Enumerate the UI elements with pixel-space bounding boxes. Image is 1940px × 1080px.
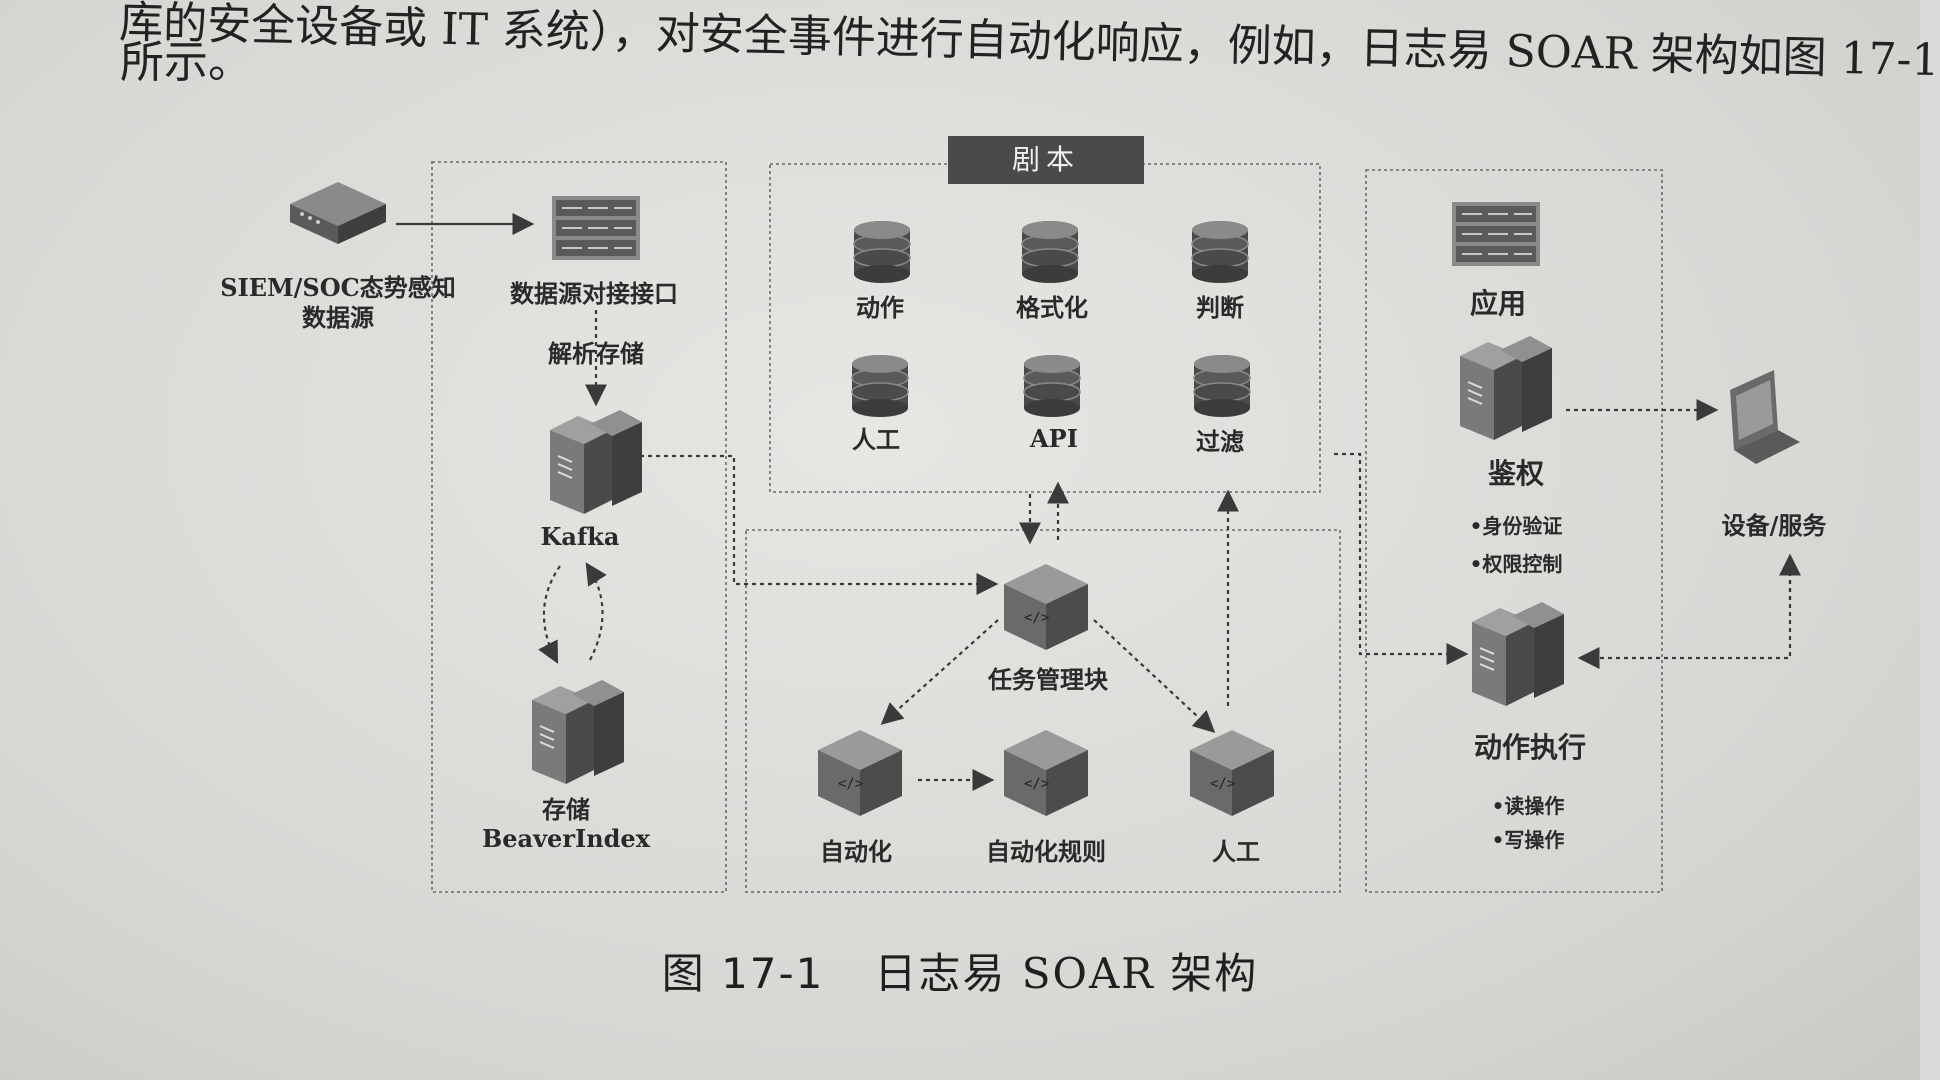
automation-cube-icon	[818, 730, 902, 816]
auth-server-icon	[1459, 335, 1553, 441]
auth-item-permission: •权限控制	[1469, 552, 1563, 576]
playbook-item-api: API	[1030, 424, 1078, 453]
execution-group-box	[1365, 169, 1663, 893]
playbook-title: 剧本	[948, 136, 1144, 184]
device-service-label: 设备/服务	[1721, 511, 1827, 540]
datasource-interface-label: 数据源对接接口	[510, 279, 678, 308]
playbook-item-filter: 过滤	[1196, 427, 1244, 456]
playbook-item-action: 动作	[856, 293, 904, 322]
device-laptop-icon	[1730, 370, 1800, 464]
parse-store-label: 解析存储	[548, 339, 644, 368]
datasource-interface-icon	[551, 195, 641, 261]
auth-item-identity: •身份验证	[1469, 514, 1563, 538]
automation-rules-label: 自动化规则	[986, 837, 1106, 866]
action-item-write: •写操作	[1491, 828, 1565, 852]
playbook-item-manual: 人工	[852, 425, 900, 454]
body-text-line-2: 所示。	[120, 37, 252, 88]
device-exec-arrow	[1577, 564, 1792, 669]
manual-label: 人工	[1212, 837, 1260, 866]
beaverindex-label: BeaverIndex	[482, 824, 650, 853]
playbook-group-box	[769, 163, 1321, 493]
automation-rules-cube-icon	[1004, 730, 1088, 816]
siem-label-2: 数据源	[302, 303, 374, 332]
task-manager-label: 任务管理块	[988, 665, 1108, 694]
task-group-box	[745, 529, 1341, 893]
api-db-icon	[1023, 354, 1081, 418]
task-to-automation-arrow	[880, 619, 999, 725]
playbook-item-judge: 判断	[1196, 293, 1244, 322]
task-to-manual-arrow	[1093, 619, 1216, 734]
automation-label: 自动化	[820, 837, 892, 866]
filter-db-icon	[1193, 354, 1251, 418]
judge-db-icon	[1191, 220, 1249, 284]
action-item-read: •读操作	[1491, 794, 1565, 818]
storage-server-icon	[531, 679, 625, 785]
action-db-icon	[853, 220, 911, 284]
storage-label: 存储	[542, 795, 590, 824]
manual-cube-icon	[1190, 730, 1274, 816]
action-exec-server-icon	[1471, 601, 1565, 707]
ingest-group-box	[431, 161, 727, 893]
kafka-to-storage-arrow	[538, 565, 561, 664]
auth-label: 鉴权	[1487, 457, 1545, 490]
action-exec-label: 动作执行	[1473, 731, 1587, 764]
kafka-server-icon	[549, 409, 643, 515]
storage-to-kafka-arrow	[585, 562, 607, 661]
task-manager-cube-icon	[1004, 564, 1088, 650]
figure-number: 图 17-1	[661, 949, 825, 998]
siem-label-1: SIEM/SOC态势感知	[220, 273, 456, 302]
kafka-to-task-arrow	[640, 454, 999, 595]
format-db-icon	[1021, 220, 1079, 284]
kafka-label: Kafka	[540, 522, 620, 551]
siem-device-icon	[290, 182, 386, 244]
playbook-item-format: 格式化	[1016, 293, 1088, 322]
figure-caption: 图 17-1 日志易 SOAR 架构	[0, 940, 1920, 1001]
figure-title: 日志易 SOAR 架构	[874, 949, 1259, 998]
manual-db-icon	[851, 354, 909, 418]
playbook-to-exec-arrow	[1334, 452, 1469, 665]
app-rack-icon	[1451, 201, 1541, 267]
app-label: 应用	[1469, 287, 1527, 320]
